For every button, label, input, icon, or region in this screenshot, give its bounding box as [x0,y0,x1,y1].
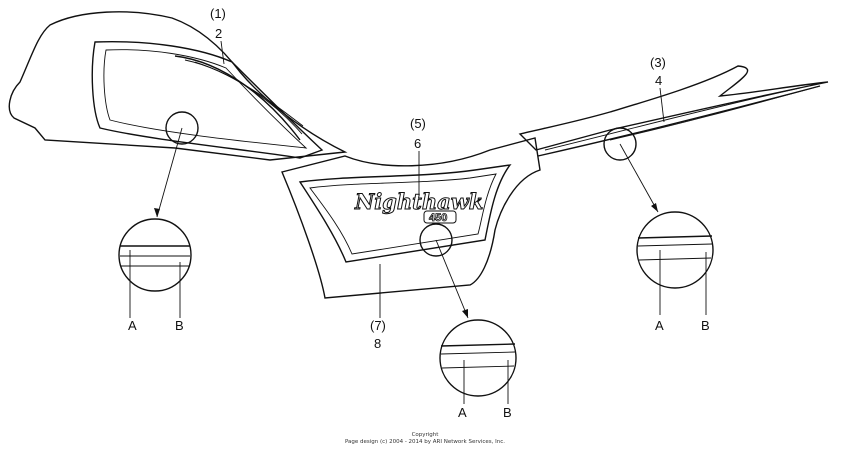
callout-1-num: 2 [215,26,222,41]
detail-center: A B [439,319,517,420]
detail-right-b: B [701,318,710,333]
callout-5: (5) 6 [410,116,426,195]
fuel-tank [8,11,348,218]
seat-cowl: Nighthawk 450 [281,137,541,319]
callout-3-num: 4 [655,73,662,88]
callout-3: (3) 4 [650,55,666,123]
detail-left-a: A [128,318,137,333]
callout-5-ref: (5) [410,116,426,131]
copyright-line1: Copyright [412,432,440,438]
callout-1: (1) 2 [210,6,226,65]
detail-center-a: A [458,405,467,420]
detail-right-a: A [655,318,664,333]
detail-right: A B [636,211,714,333]
detail-left-b: B [175,318,184,333]
emblem-model: 450 [429,212,447,224]
callout-3-ref: (3) [650,55,666,70]
callout-7-ref: (7) [370,318,386,333]
callout-7-num: 8 [374,336,381,351]
callout-1-ref: (1) [210,6,226,21]
tail-cover [518,65,829,213]
callout-7: (7) 8 [370,264,386,351]
copyright-footer: Copyright Page design (c) 2004 - 2014 by… [345,432,505,445]
copyright-line2: Page design (c) 2004 - 2014 by ARI Netwo… [345,439,505,445]
callout-5-num: 6 [414,136,421,151]
detail-left: A B [118,218,192,333]
detail-center-b: B [503,405,512,420]
